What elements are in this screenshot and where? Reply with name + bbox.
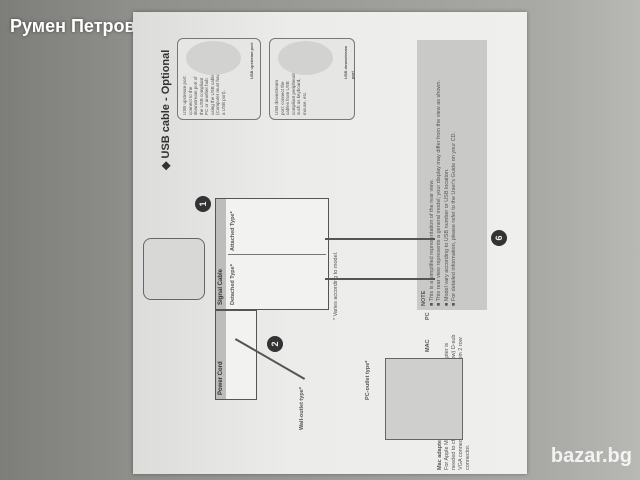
usb-upstream-illustration <box>186 41 241 75</box>
power-cord-panel: Power Cord <box>215 310 257 400</box>
note-item: ■ For detailed information, please refer… <box>451 131 457 306</box>
step-1-badge: 1 <box>195 196 211 212</box>
step-2-badge: 2 <box>267 336 283 352</box>
power-cord-header: Power Cord <box>216 311 226 399</box>
note-item: ■ This rear view represents a general mo… <box>436 80 442 306</box>
signal-cable-line-2 <box>325 238 435 240</box>
mac-label: MAC <box>425 339 431 352</box>
rotated-page-content: ◆ USB cable - Optional USB upstream port… <box>135 15 525 470</box>
note-box: NOTE ■ This is a simplified representati… <box>417 40 487 310</box>
attached-type-label: Attached Type* <box>230 211 236 251</box>
signal-cable-panel: Signal Cable Detached Type* Attached Typ… <box>215 198 329 310</box>
usb-downstream-text: USB downstream port: connect the cables … <box>274 72 307 115</box>
usb-downstream-illustration <box>278 41 333 75</box>
usb-upstream-text: USB upstream port: connect to the downst… <box>182 71 226 115</box>
varies-note: * Varies according to model. <box>333 251 339 320</box>
signal-cable-line <box>325 278 435 280</box>
usb-section-title: ◆ USB cable - Optional <box>160 49 172 170</box>
pc-label: PC <box>425 312 431 320</box>
usb-downstream-label: USB downstream port <box>343 45 355 79</box>
signal-cable-header: Signal Cable <box>216 199 226 309</box>
wall-outlet-label: Wall-outlet type* <box>299 387 305 430</box>
pc-outlet-label: PC-outlet type* <box>365 360 371 400</box>
detached-type-label: Detached Type* <box>230 264 236 305</box>
page-number: 6 <box>491 230 507 246</box>
usb-upstream-box: USB upstream port: connect to the downst… <box>177 38 261 120</box>
watermark: Румен Петров <box>10 16 136 36</box>
site-logo: bazar.bg <box>550 445 632 467</box>
usb-upstream-label: USB upstream port <box>249 42 254 79</box>
note-item: ■ Model vary according to USB number or … <box>443 168 450 306</box>
pc-tower-illustration <box>385 358 463 440</box>
note-title: NOTE <box>421 290 427 306</box>
monitor-illustration <box>143 238 205 300</box>
diamond-bullet-icon: ◆ <box>160 158 172 170</box>
usb-downstream-box: USB downstream port: connect the cables … <box>269 38 355 120</box>
note-item: ■ This is a simplified representation of… <box>428 179 435 306</box>
